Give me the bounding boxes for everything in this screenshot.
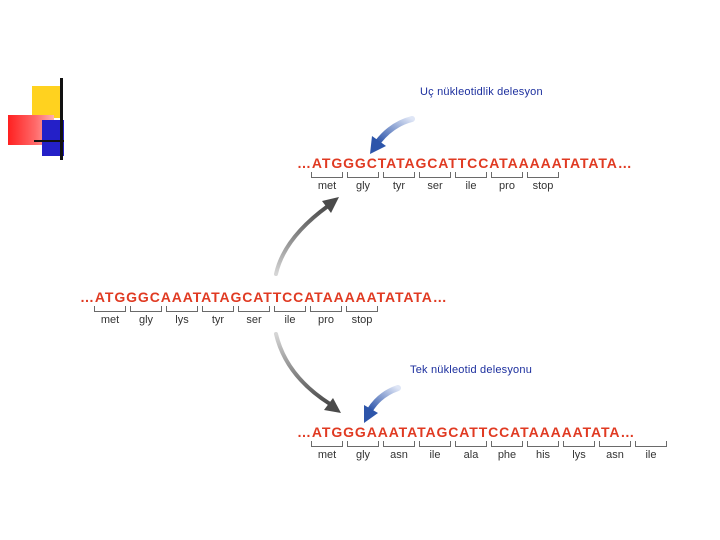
- codon-label: ile: [633, 440, 669, 461]
- curved-arrow-up: [274, 204, 330, 276]
- decorative-vertical-line: [60, 78, 63, 160]
- curved-arrow-down: [274, 332, 332, 406]
- codon-label: met: [309, 440, 345, 461]
- codon-label: ile: [453, 171, 489, 192]
- caption-bottom: Tek nükleotid delesyonu: [410, 364, 533, 376]
- sequence-bottom: …ATGGGAAATATAGCATTCCATAAAAATATA…: [297, 424, 636, 440]
- pointer-arrow-top: [375, 116, 415, 145]
- decorative-yellow-square: [32, 86, 62, 118]
- codon-label: met: [309, 171, 345, 192]
- codon-label: pro: [489, 171, 525, 192]
- decorative-horizontal-line: [34, 140, 64, 142]
- decorative-blue-square: [42, 120, 64, 156]
- sequence-top: …ATGGGCTATAGCATTCCATAAAAATATATA…: [297, 155, 633, 171]
- caption-top: Uç nükleotidlik delesyon: [420, 86, 543, 98]
- codon-label: stop: [344, 305, 380, 326]
- codon-label: tyr: [381, 171, 417, 192]
- curved-arrow-up-head: [322, 197, 339, 213]
- pointer-arrow-bottom: [367, 385, 401, 413]
- codon-label: met: [92, 305, 128, 326]
- codon-label: stop: [525, 171, 561, 192]
- codon-label: ser: [236, 305, 272, 326]
- codon-row-bottom: met gly asn ile ala phe his lys asn ile: [309, 440, 669, 461]
- sequence-middle: …ATGGGCAAATATAGCATTCCATAAAAATATATA…: [80, 289, 448, 305]
- codon-label: lys: [164, 305, 200, 326]
- pointer-arrow-top-head: [370, 136, 386, 154]
- codon-label: pro: [308, 305, 344, 326]
- codon-label: ala: [453, 440, 489, 461]
- codon-row-top: met gly tyr ser ile pro stop: [309, 171, 561, 192]
- codon-label: asn: [597, 440, 633, 461]
- codon-label: gly: [345, 171, 381, 192]
- codon-label: lys: [561, 440, 597, 461]
- codon-label: asn: [381, 440, 417, 461]
- codon-label: ile: [417, 440, 453, 461]
- codon-row-middle: met gly lys tyr ser ile pro stop: [92, 305, 380, 326]
- codon-label: phe: [489, 440, 525, 461]
- codon-label: ile: [272, 305, 308, 326]
- pointer-arrow-bottom-head: [364, 405, 378, 423]
- codon-label: gly: [128, 305, 164, 326]
- codon-label: ser: [417, 171, 453, 192]
- curved-arrow-down-head: [324, 398, 341, 413]
- codon-label: gly: [345, 440, 381, 461]
- codon-label: his: [525, 440, 561, 461]
- codon-label: tyr: [200, 305, 236, 326]
